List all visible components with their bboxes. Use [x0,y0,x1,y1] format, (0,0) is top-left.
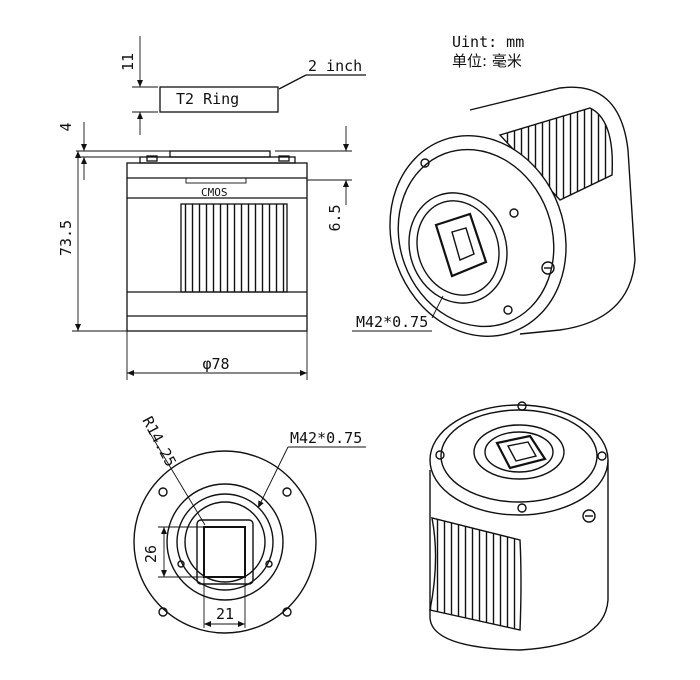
dim-gap: 4 [57,122,75,131]
screw-icon [597,451,607,461]
sensor-opening [203,526,246,578]
side-view-labels: T2 Ring 2 inch CMOS 11 4 73.5 6.5 φ78 [57,53,362,373]
iso-rear-body [429,460,609,651]
front-thread-label: M42*0.75 [290,429,362,447]
thread-circle [166,483,284,601]
screw-icon [517,401,527,411]
units-english: Uint: mm [452,33,524,51]
front-flange [169,150,271,158]
iso-rear-fins [429,517,522,631]
screw-icon [158,607,168,617]
sensor-plane [185,177,247,184]
dim-diameter: φ78 [202,355,229,373]
iso-thread-leader [431,295,444,319]
dim-sensor-height: 26 [142,545,160,563]
top-plate [139,156,296,164]
ring-size-label: 2 inch [308,57,362,75]
screw-icon [282,487,292,497]
dim-sensor-depth: 6.5 [326,204,344,231]
dim-ring-thickness: 11 [119,53,137,71]
iso-rear-sensor [495,434,547,470]
radius-label: R14.25 [138,413,179,469]
iso-cooling-fins [498,107,614,201]
camera-body [126,162,308,332]
ring-leader [278,74,307,90]
radius-leader [147,429,206,526]
iso-rear-view [429,401,609,651]
dim-sensor-width: 21 [216,605,234,623]
t2-ring [159,86,279,113]
sensor-opening-outer [196,519,254,585]
units-note: Uint: mm 单位: 毫米 [452,33,524,70]
front-thread-leader [257,446,289,509]
iso-thread-label: M42*0.75 [356,313,428,331]
set-screw-icon [541,261,555,275]
front-outer-circle [133,450,317,634]
screw-icon [420,158,430,168]
front-view [133,429,366,634]
screw-icon [509,208,519,218]
screw-icon [435,450,445,460]
screw-icon [517,503,527,513]
iso-front-view [352,86,636,337]
ring-label: T2 Ring [176,90,239,108]
side-view [72,36,366,380]
screw-icon [158,487,168,497]
cooling-fins [180,203,288,293]
units-chinese: 单位: 毫米 [452,52,522,70]
screw-icon [282,607,292,617]
cmos-label: CMOS [201,186,228,199]
iso-sensor-window [434,212,488,278]
set-screw-icon [582,509,596,523]
screw-icon [503,305,513,315]
dim-body-height: 73.5 [57,220,75,256]
